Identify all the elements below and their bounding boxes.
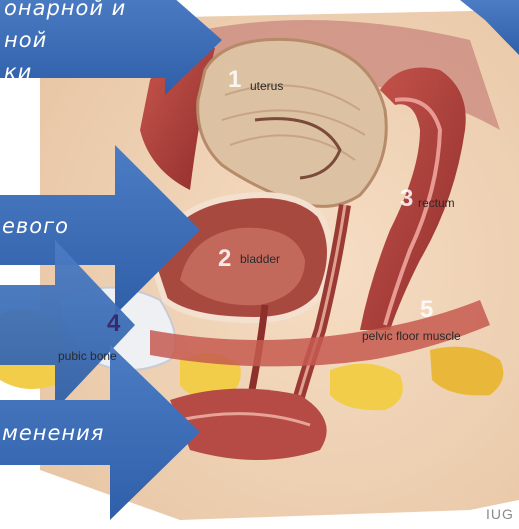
label-number-5: 5 [420,296,433,324]
label-bladder: bladder [240,252,280,266]
arrow-1-text-line1: онарной и [4,0,126,20]
arrow-1-text-line3: ки [4,60,32,84]
label-uterus: uterus [250,79,283,93]
label-pelvic-floor-muscle: pelvic floor muscle [362,329,461,343]
label-number-2: 2 [218,245,231,273]
arrow-4-text: менения [2,421,104,445]
fat-tissue-right [330,364,403,411]
arrow-2-text: евого [2,214,69,238]
label-rectum: rectum [418,196,455,210]
arrow-1-text-line2: ной [4,28,47,52]
watermark: IUG [486,506,514,522]
label-number-3: 3 [400,185,413,213]
label-number-1: 1 [228,66,241,94]
label-number-4: 4 [107,310,120,338]
label-pubic-bone: pubic bone [58,349,117,363]
